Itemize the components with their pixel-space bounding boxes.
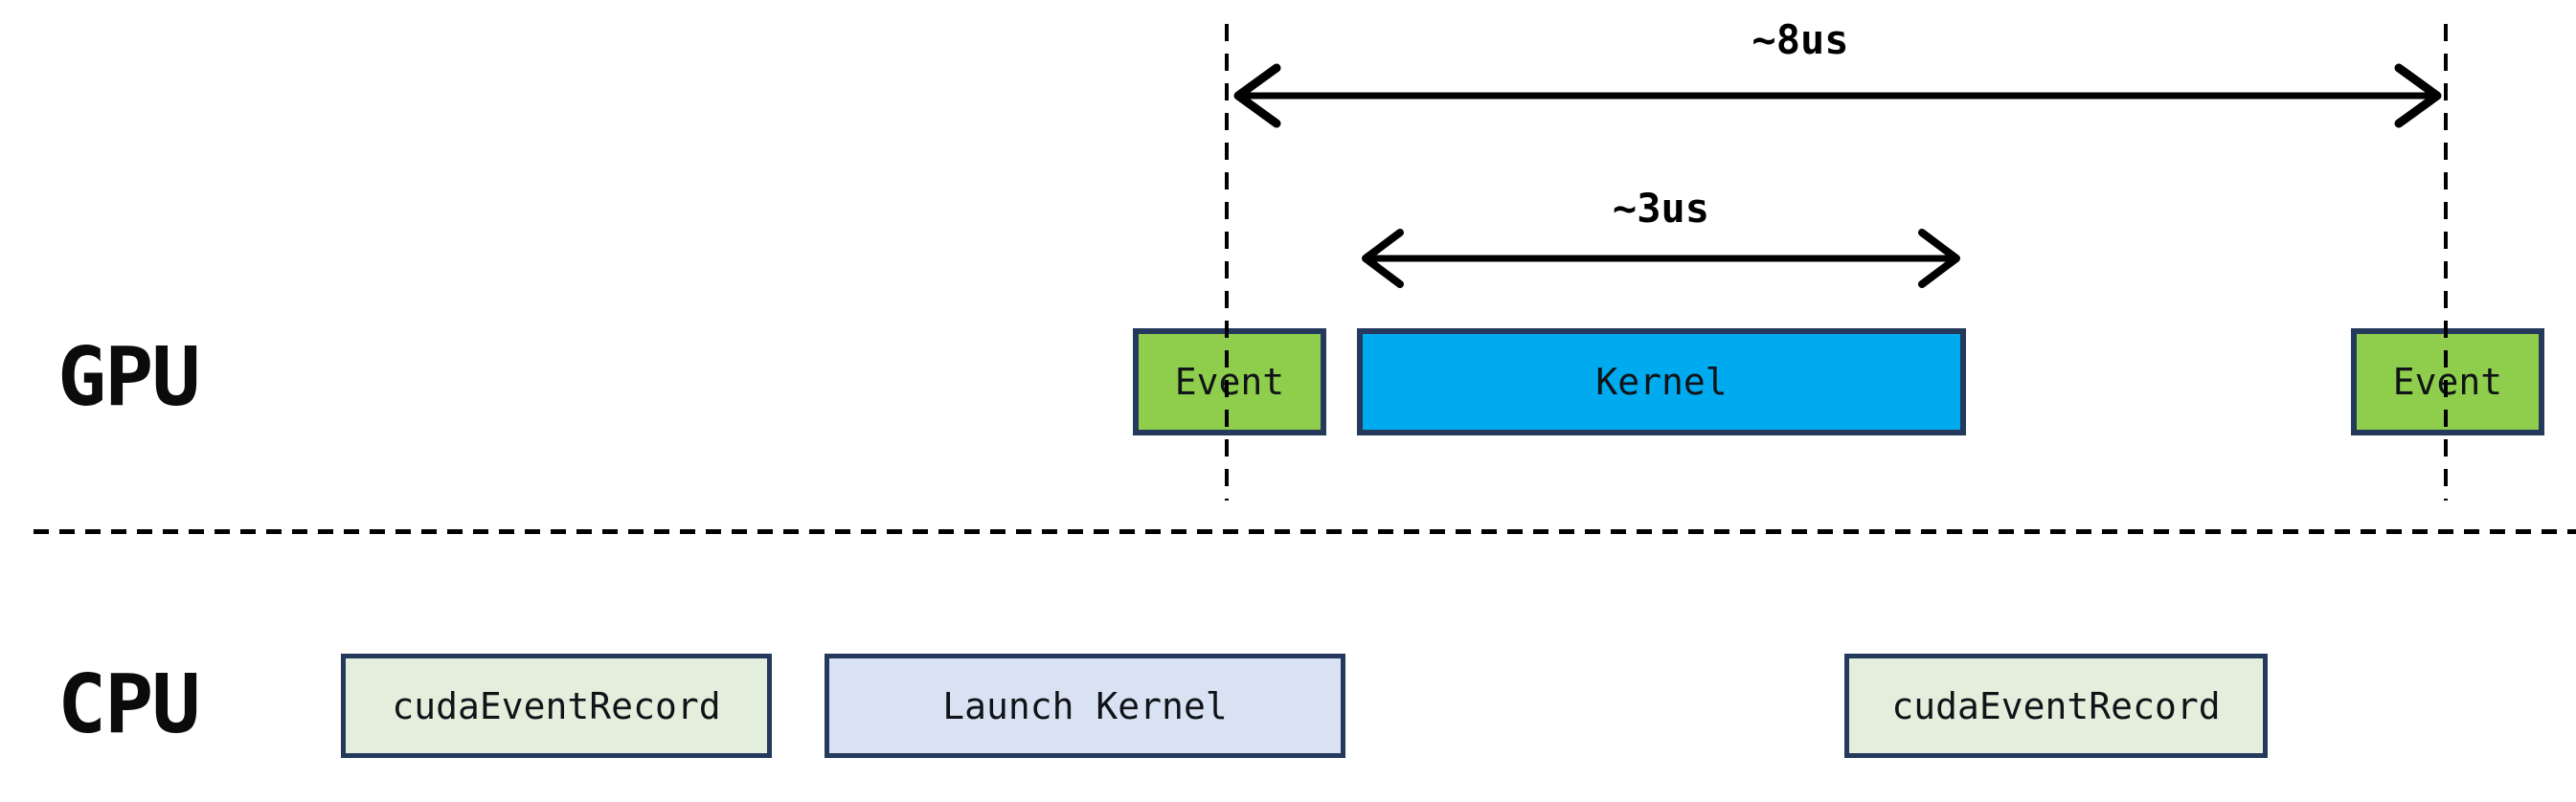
cpu-launch-kernel-text: Launch Kernel xyxy=(942,684,1228,727)
cpu-row-label: CPU xyxy=(57,657,201,752)
gpu-event-start-block: Event xyxy=(1133,328,1326,435)
cpu-launch-kernel-block: Launch Kernel xyxy=(825,654,1345,758)
gpu-event-end-block: Event xyxy=(2351,328,2544,435)
gpu-event-start-text: Event xyxy=(1174,361,1285,403)
total-duration-label: ~8us xyxy=(1751,16,1849,63)
kernel-duration-arrow-icon xyxy=(1358,220,1964,297)
cpu-cuda-event-record-end-block: cudaEventRecord xyxy=(1844,654,2268,758)
gpu-kernel-text: Kernel xyxy=(1595,361,1728,403)
total-duration-arrow-icon xyxy=(1231,57,2445,134)
cpu-cuda-event-record-start-text: cudaEventRecord xyxy=(392,684,721,727)
gpu-kernel-block: Kernel xyxy=(1357,328,1966,435)
cpu-cuda-event-record-end-text: cudaEventRecord xyxy=(1891,684,2221,727)
event-start-dashed-line xyxy=(1225,24,1229,501)
gpu-cpu-divider-dashed-line xyxy=(34,529,2576,534)
gpu-row-label: GPU xyxy=(57,330,201,425)
kernel-duration-label: ~3us xyxy=(1612,185,1710,232)
event-end-dashed-line xyxy=(2444,24,2448,501)
cpu-cuda-event-record-start-block: cudaEventRecord xyxy=(341,654,772,758)
